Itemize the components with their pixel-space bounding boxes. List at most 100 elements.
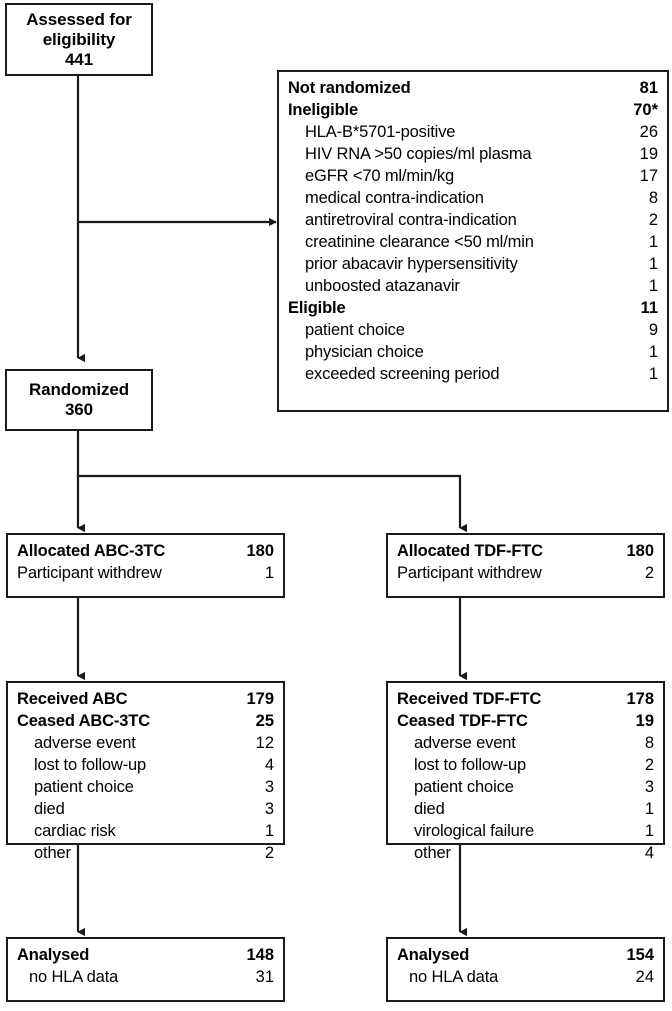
flow-row-value: 26 bbox=[639, 123, 658, 141]
flow-row: virological failure 1 bbox=[397, 820, 654, 842]
flow-row-label: died bbox=[34, 800, 65, 818]
flow-row-label: lost to follow-up bbox=[34, 756, 147, 774]
flow-row-value: 24 bbox=[635, 968, 654, 986]
flow-row-label: other bbox=[34, 844, 71, 862]
flow-row-label: Allocated TDF-FTC bbox=[397, 542, 543, 560]
flow-row-value: 19 bbox=[639, 145, 658, 163]
box-randomized: Randomized 360 bbox=[5, 369, 153, 431]
flow-row-label: Eligible bbox=[288, 299, 346, 317]
flow-row-label: Allocated ABC-3TC bbox=[17, 542, 166, 560]
flow-row-value: 2 bbox=[648, 211, 658, 229]
flow-row-value: 1 bbox=[648, 255, 658, 273]
flow-row-value: 180 bbox=[626, 542, 654, 560]
flow-row-value: 1 bbox=[648, 233, 658, 251]
flow-row: eGFR <70 ml/min/kg 17 bbox=[288, 165, 658, 187]
flow-row: died 1 bbox=[397, 798, 654, 820]
flow-row-label: cardiac risk bbox=[34, 822, 116, 840]
flow-row-label: patient choice bbox=[305, 321, 405, 339]
flow-row: Participant withdrew 2 bbox=[397, 562, 654, 584]
flow-row-value: 81 bbox=[639, 79, 658, 97]
flow-row: Allocated TDF-FTC 180 bbox=[397, 540, 654, 562]
flow-row-value: 8 bbox=[648, 189, 658, 207]
flow-row-label: Analysed bbox=[17, 946, 90, 964]
flow-row-label: lost to follow-up bbox=[414, 756, 527, 774]
assessed-line-1: Assessed for bbox=[26, 9, 132, 29]
flow-row-label: eGFR <70 ml/min/kg bbox=[305, 167, 455, 185]
assessed-line-2: eligibility bbox=[42, 29, 116, 49]
flow-row-label: no HLA data bbox=[409, 968, 499, 986]
analysed-right-rows: Analysed 154 no HLA data 24 bbox=[388, 939, 663, 993]
flow-row-label: prior abacavir hypersensitivity bbox=[305, 255, 518, 273]
flow-row-label: died bbox=[414, 800, 445, 818]
flow-row-value: 31 bbox=[255, 968, 274, 986]
flow-row-value: 178 bbox=[626, 690, 654, 708]
flow-row-value: 3 bbox=[264, 778, 274, 796]
randomized-label: Randomized bbox=[28, 380, 130, 399]
flow-row: Participant withdrew 1 bbox=[17, 562, 274, 584]
flow-row-value: 2 bbox=[264, 844, 274, 862]
flow-row-label: Participant withdrew bbox=[17, 564, 162, 582]
flow-row: cardiac risk 1 bbox=[17, 820, 274, 842]
flow-row-value: 3 bbox=[264, 800, 274, 818]
flow-row: patient choice 9 bbox=[288, 319, 658, 341]
flow-row-value: 11 bbox=[640, 299, 658, 317]
randomized-count: 360 bbox=[64, 400, 94, 419]
flow-row-label: other bbox=[414, 844, 451, 862]
flow-row-value: 154 bbox=[626, 946, 654, 964]
flow-row: no HLA data 24 bbox=[397, 966, 654, 988]
assessed-count: 441 bbox=[64, 49, 94, 69]
flow-row: prior abacavir hypersensitivity 1 bbox=[288, 253, 658, 275]
flow-row-value: 12 bbox=[255, 734, 274, 752]
flow-row-label: Participant withdrew bbox=[397, 564, 542, 582]
flow-row: Eligible 11 bbox=[288, 297, 658, 319]
flow-row-label: physician choice bbox=[305, 343, 424, 361]
flow-row-value: 4 bbox=[264, 756, 274, 774]
flow-row-label: adverse event bbox=[414, 734, 516, 752]
flow-row: Ineligible 70* bbox=[288, 99, 658, 121]
flow-row: medical contra-indication 8 bbox=[288, 187, 658, 209]
flow-row: lost to follow-up 4 bbox=[17, 754, 274, 776]
flow-row-label: Ceased ABC-3TC bbox=[17, 712, 150, 730]
flow-row-label: Ineligible bbox=[288, 101, 359, 119]
flow-row-label: exceeded screening period bbox=[305, 365, 500, 383]
flow-row-value: 1 bbox=[264, 564, 274, 582]
flow-row-value: 1 bbox=[644, 822, 654, 840]
flow-row-value: 1 bbox=[644, 800, 654, 818]
flow-row-value: 2 bbox=[644, 564, 654, 582]
box-analysed-tdf-ftc: Analysed 154 no HLA data 24 bbox=[386, 937, 665, 1002]
flow-row-value: 9 bbox=[648, 321, 658, 339]
flow-row-value: 70* bbox=[633, 101, 658, 119]
flow-row-value: 1 bbox=[648, 277, 658, 295]
flow-row-value: 1 bbox=[648, 343, 658, 361]
flow-row-value: 17 bbox=[639, 167, 658, 185]
flow-row-label: HIV RNA >50 copies/ml plasma bbox=[305, 145, 532, 163]
flow-row: HIV RNA >50 copies/ml plasma 19 bbox=[288, 143, 658, 165]
flow-row-label: virological failure bbox=[414, 822, 535, 840]
flow-row-label: medical contra-indication bbox=[305, 189, 484, 207]
flow-row-value: 1 bbox=[264, 822, 274, 840]
flow-row-label: Analysed bbox=[397, 946, 470, 964]
flow-row: Analysed 154 bbox=[397, 944, 654, 966]
